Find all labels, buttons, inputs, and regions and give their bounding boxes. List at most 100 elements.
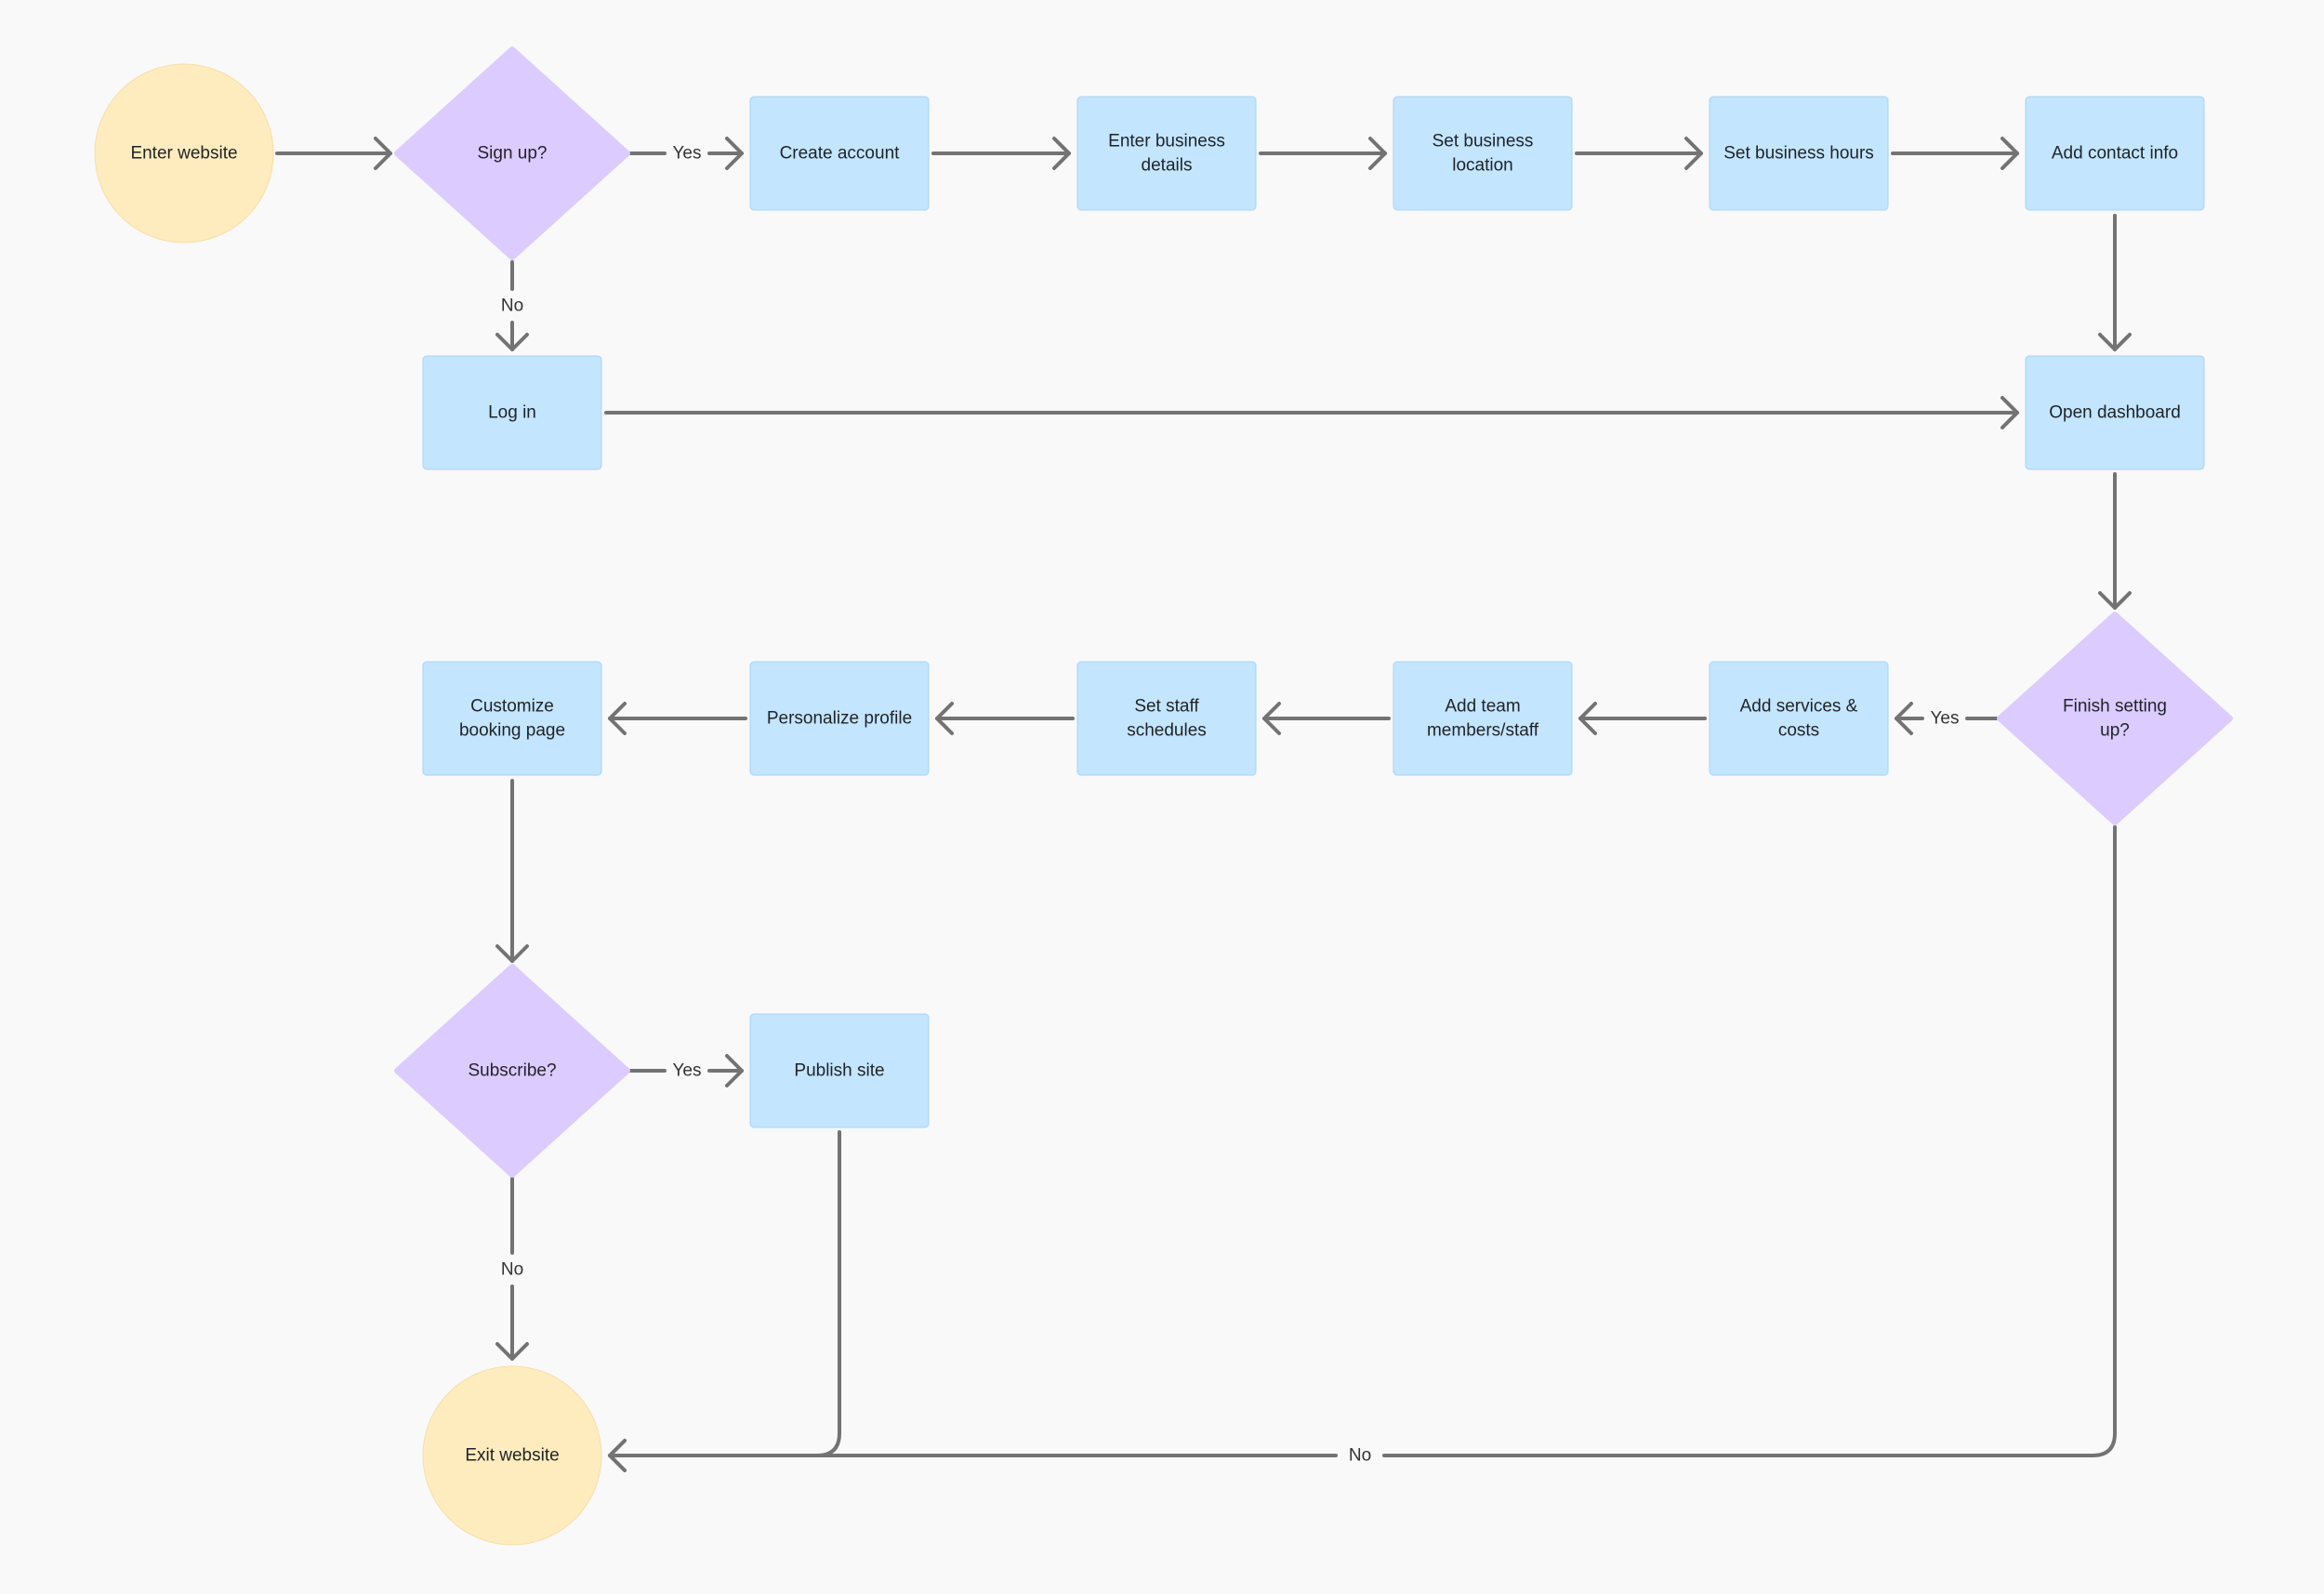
terminal-circle — [94, 63, 274, 244]
node-label: Enter business — [1108, 132, 1225, 151]
node-set-staff-schedules[interactable]: Set staff schedules — [1076, 661, 1257, 776]
node-label: details — [1142, 156, 1193, 176]
arrowhead — [495, 333, 529, 351]
edge-add-services-costs-to-add-team-members — [1578, 702, 1707, 735]
node-label: costs — [1778, 721, 1819, 741]
edge-label-no: No — [1349, 1446, 1371, 1466]
process-box — [1393, 96, 1573, 211]
node-label: Set business — [1433, 132, 1534, 151]
node-label: Sign up? — [477, 144, 547, 164]
edge-finish-setting-up-to-add-services-costs — [1895, 702, 1999, 735]
edge-set-business-location-to-set-business-hours — [1575, 137, 1703, 170]
edge-finish-setting-up-to-exit-website — [608, 825, 2117, 1472]
node-add-contact-info[interactable]: Add contact info — [2025, 96, 2205, 211]
node-label: Enter website — [130, 144, 237, 164]
node-sign-up[interactable]: Sign up? — [394, 46, 630, 260]
edge-label-yes: Yes — [673, 144, 702, 164]
decision-diamond — [1997, 612, 2233, 825]
edge-subscribe-to-exit-website — [495, 1177, 529, 1361]
process-box — [1076, 96, 1257, 211]
arrowhead — [495, 1342, 529, 1361]
process-box — [2025, 96, 2205, 211]
arrowhead — [608, 702, 627, 735]
edge-sign-up-to-log-in — [495, 260, 529, 351]
arrowhead — [1368, 137, 1387, 170]
node-label: Create account — [780, 144, 901, 164]
arrowhead — [1052, 137, 1071, 170]
edge-set-business-hours-to-add-contact-info — [1891, 137, 2019, 170]
node-set-business-location[interactable]: Set business location — [1393, 96, 1573, 211]
node-label: booking page — [459, 721, 565, 741]
process-box — [422, 661, 602, 776]
edge-add-team-members-to-set-staff-schedules — [1262, 702, 1391, 735]
node-open-dashboard[interactable]: Open dashboard — [2025, 355, 2205, 470]
node-subscribe[interactable]: Subscribe? — [394, 964, 630, 1178]
arrowhead — [608, 1439, 627, 1472]
process-box — [1709, 96, 1889, 211]
arrowhead — [1262, 702, 1281, 735]
arrowhead — [1895, 702, 1913, 735]
edge-log-in-to-open-dashboard — [604, 396, 2019, 429]
arrowhead — [1684, 137, 1703, 170]
node-label: location — [1452, 156, 1513, 176]
node-label: Open dashboard — [2049, 403, 2181, 423]
node-personalize-profile[interactable]: Personalize profile — [749, 661, 930, 776]
arrowhead — [2098, 333, 2132, 351]
node-label: Publish site — [794, 1061, 884, 1081]
node-label: Log in — [488, 403, 536, 423]
decision-diamond — [394, 964, 630, 1178]
connector-line — [608, 1130, 841, 1457]
arrowhead — [495, 944, 529, 963]
node-label: members/staff — [1427, 721, 1539, 741]
node-publish-site[interactable]: Publish site — [749, 1013, 930, 1128]
process-box — [1709, 661, 1889, 776]
edge-enter-business-details-to-set-business-location — [1259, 137, 1387, 170]
node-label: Personalize profile — [767, 709, 912, 729]
edge-customize-booking-page-to-subscribe — [495, 779, 529, 963]
edge-set-staff-schedules-to-personalize-profile — [935, 702, 1075, 735]
edge-personalize-profile-to-customize-booking-page — [608, 702, 747, 735]
edge-label-no: No — [501, 296, 523, 316]
node-add-services-costs[interactable]: Add services & costs — [1709, 661, 1889, 776]
node-label: schedules — [1127, 721, 1207, 741]
node-label: Set business hours — [1723, 144, 1874, 164]
node-create-account[interactable]: Create account — [749, 96, 930, 211]
node-label: Finish setting — [2063, 697, 2167, 717]
edge-subscribe-to-publish-site — [628, 1054, 744, 1087]
node-exit-website[interactable]: Exit website — [422, 1365, 602, 1546]
edge-add-contact-info-to-open-dashboard — [2098, 214, 2132, 351]
nodes-layer: Enter website Sign up? Create account Enter… — [94, 46, 2233, 1546]
node-add-team-members[interactable]: Add team members/staff — [1393, 661, 1573, 776]
arrowhead — [2098, 591, 2132, 610]
node-log-in[interactable]: Log in — [422, 355, 602, 470]
node-set-business-hours[interactable]: Set business hours — [1709, 96, 1889, 211]
node-enter-website[interactable]: Enter website — [94, 63, 274, 244]
arrowhead — [2000, 137, 2019, 170]
process-box — [749, 1013, 930, 1128]
process-box — [1076, 661, 1257, 776]
decision-diamond — [394, 46, 630, 260]
node-enter-business-details[interactable]: Enter business details — [1076, 96, 1257, 211]
arrowhead — [935, 702, 954, 735]
arrowhead — [374, 137, 392, 170]
connector-line — [1382, 825, 2117, 1457]
process-box — [1393, 661, 1573, 776]
node-label: Add team — [1445, 697, 1520, 717]
node-label: Add services & — [1740, 697, 1858, 717]
process-box — [2025, 355, 2205, 470]
edge-open-dashboard-to-finish-setting-up — [2098, 472, 2132, 610]
process-box — [749, 96, 930, 211]
node-label: Set staff — [1134, 697, 1199, 717]
edge-enter-website-to-sign-up — [275, 137, 392, 170]
arrowhead — [2000, 396, 2019, 429]
arrowhead — [725, 1054, 744, 1087]
edge-sign-up-to-create-account — [628, 137, 744, 170]
edge-publish-site-to-exit-website — [608, 1130, 841, 1472]
edge-label-yes: Yes — [673, 1061, 702, 1081]
arrowhead — [725, 137, 744, 170]
process-box — [422, 355, 602, 470]
